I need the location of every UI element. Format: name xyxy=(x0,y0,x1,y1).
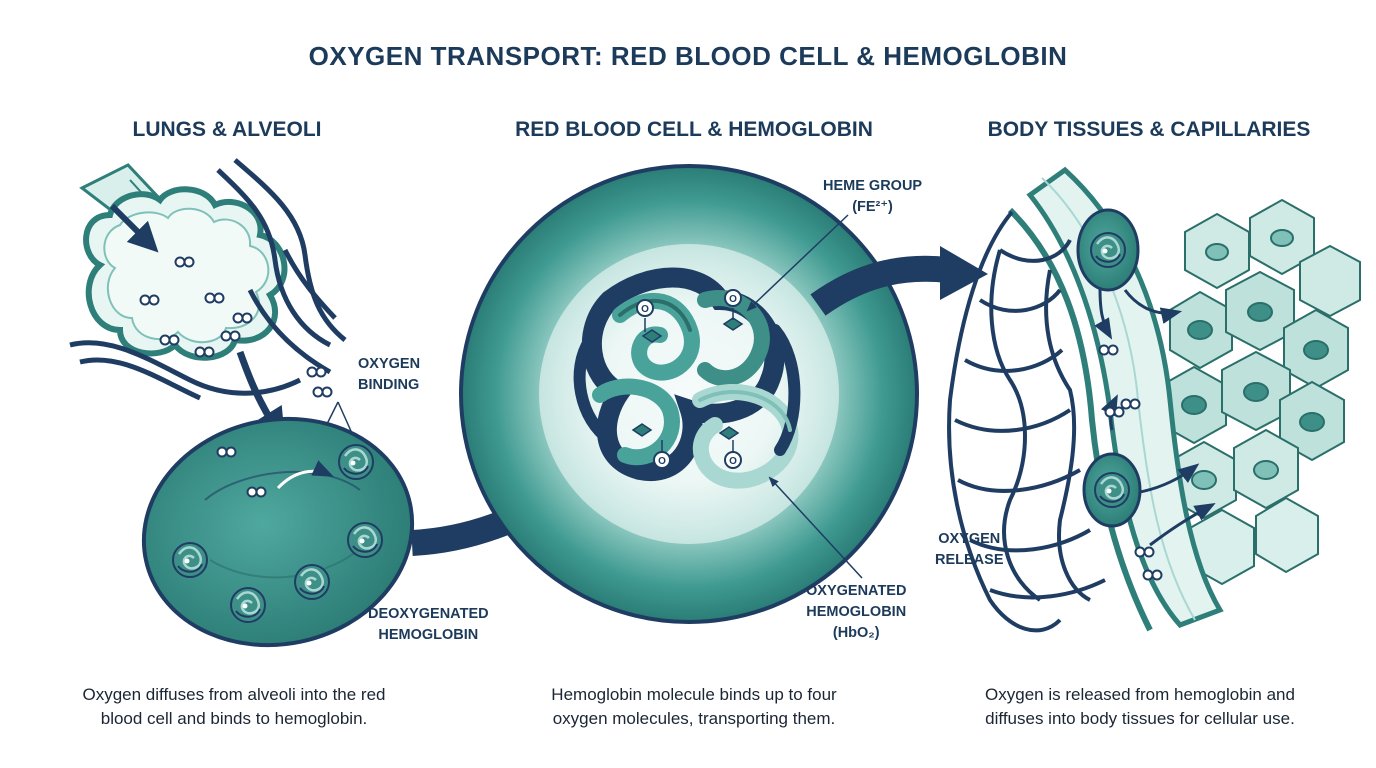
o2-marker-2: O xyxy=(724,289,742,307)
flow-arrow-2-icon xyxy=(810,255,950,316)
label-deoxygenated-hemoglobin: DEOXYGENATED HEMOGLOBIN xyxy=(368,606,489,643)
o2-marker-4: O xyxy=(724,451,742,469)
o2-marker-1: O xyxy=(636,299,654,317)
hemoglobin-tetramer xyxy=(573,267,801,489)
svg-text:O: O xyxy=(729,294,737,305)
heading-rbc: RED BLOOD CELL & HEMOGLOBIN xyxy=(515,118,873,141)
alveolus-group xyxy=(79,163,288,361)
label-oxygen-release: OXYGEN RELEASE xyxy=(935,531,1004,568)
red-blood-cell-large xyxy=(459,164,919,624)
caption-rbc: Hemoglobin molecule binds up to four oxy… xyxy=(551,685,837,728)
diagram-title: OXYGEN TRANSPORT: RED BLOOD CELL & HEMOG… xyxy=(308,41,1068,71)
svg-text:O: O xyxy=(641,304,649,315)
svg-text:O: O xyxy=(658,456,666,467)
o2-marker-3: O xyxy=(653,451,671,469)
capillary-vessels xyxy=(69,158,347,401)
heading-tissues: BODY TISSUES & CAPILLARIES xyxy=(987,118,1311,141)
bound-oxygen-markers: O O O O xyxy=(636,289,742,469)
label-oxygenated-hemoglobin: OXYGENATED HEMOGLOBIN (HbO₂) xyxy=(806,583,907,641)
tissue-cells xyxy=(1161,198,1361,586)
label-oxygen-binding: OXYGEN BINDING xyxy=(358,356,421,393)
capillary-network xyxy=(947,210,1106,633)
red-blood-cell-small xyxy=(141,416,415,648)
caption-tissues: Oxygen is released from hemoglobin and d… xyxy=(985,685,1295,728)
capillary-rbcs xyxy=(1076,208,1142,528)
heme-groups xyxy=(631,317,744,440)
caption-lungs: Oxygen diffuses from alveoli into the re… xyxy=(82,685,386,728)
callout-lines xyxy=(746,214,863,579)
heading-lungs: LUNGS & ALVEOLI xyxy=(132,118,322,141)
svg-text:O: O xyxy=(729,456,737,467)
label-heme-group: HEME GROUP (FE²⁺) xyxy=(823,178,923,215)
